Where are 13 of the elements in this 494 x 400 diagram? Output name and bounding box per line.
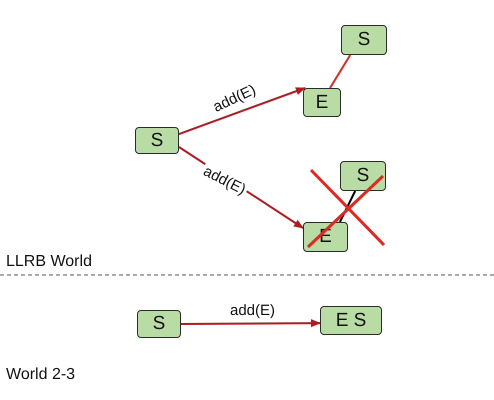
node-box: S (340, 161, 386, 191)
connector-line (329, 54, 352, 89)
arrow (178, 87, 306, 135)
node-box: S (135, 127, 179, 154)
edge-label: add(E) (228, 302, 278, 319)
node-box: S (341, 25, 387, 55)
node-box: E S (320, 306, 382, 335)
section-label: World 2-3 (6, 366, 76, 384)
section-label: LLRB World (6, 253, 92, 271)
connector-line (339, 190, 356, 222)
arrow (181, 319, 321, 328)
node-box: E (303, 88, 341, 117)
node-box: S (137, 310, 181, 338)
